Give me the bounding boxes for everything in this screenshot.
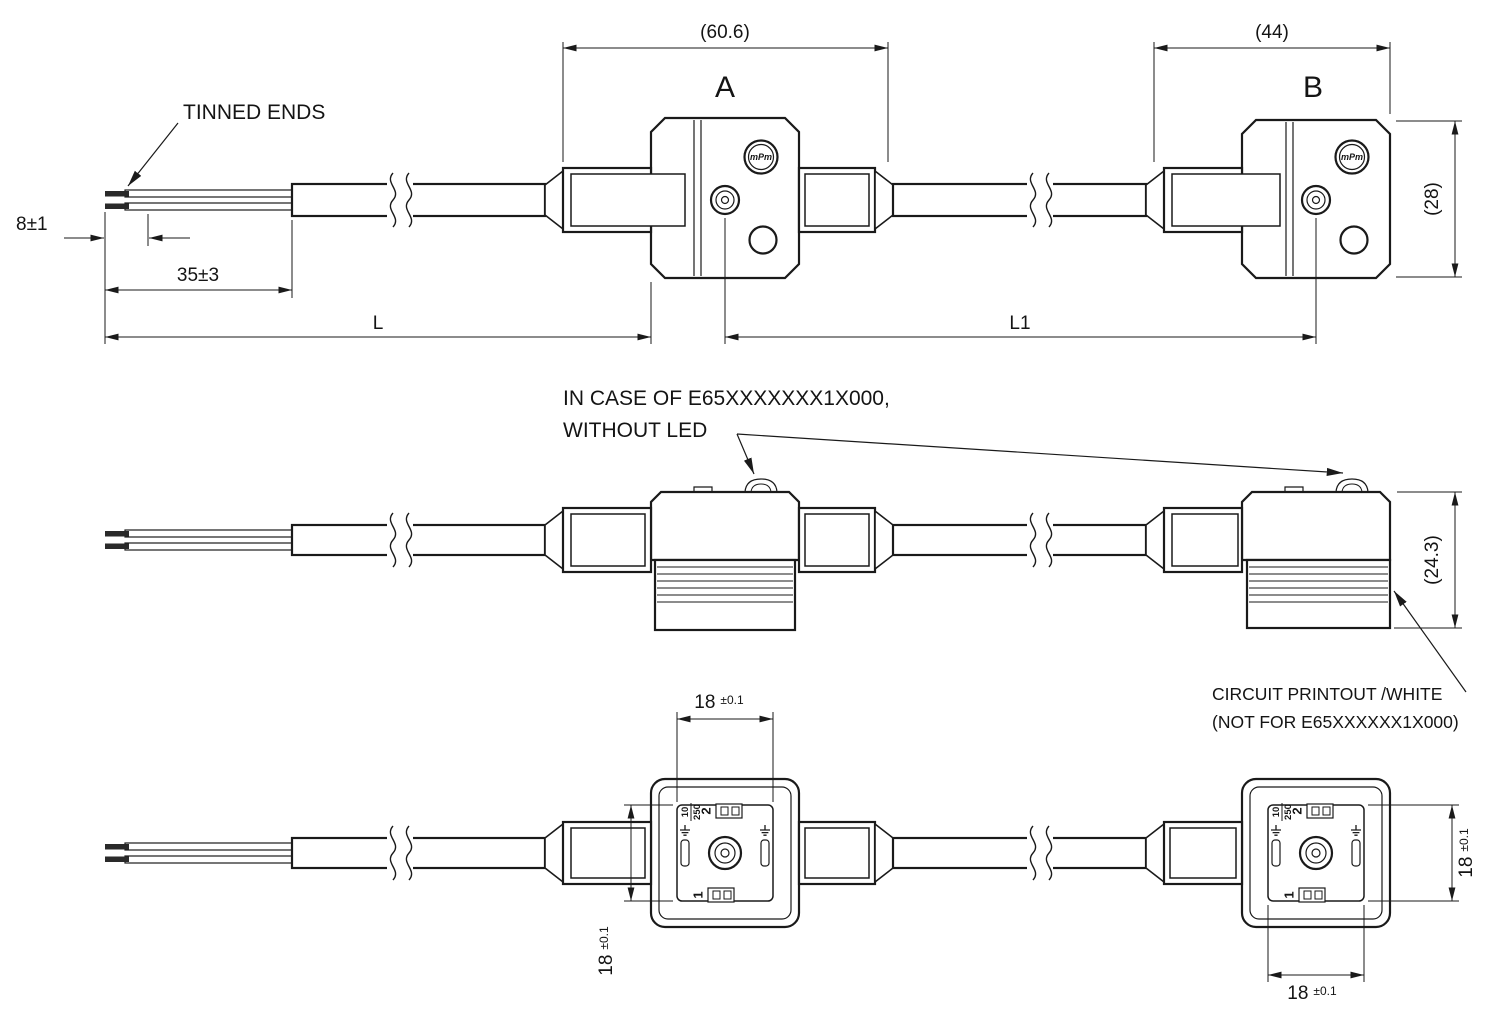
dim-l1-label: L1 xyxy=(1009,313,1030,334)
brand-mark: mPm xyxy=(750,152,772,162)
cable-jacket xyxy=(290,836,547,870)
dim-strip-length-label: 35±3 xyxy=(177,265,219,286)
dim-a-face-width: 18±0.1 xyxy=(676,692,774,802)
pin-2-label: 2 xyxy=(699,807,714,814)
dim-a-overall-width: (60.6) xyxy=(562,22,889,162)
connector-b-side xyxy=(1162,478,1392,630)
cable-jacket xyxy=(290,182,547,218)
tinned-ends-label: TINNED ENDS xyxy=(183,101,325,124)
housing-notch xyxy=(693,486,713,493)
dim-b-face-width: 18±0.1 xyxy=(1267,905,1365,1004)
pin-2-contact xyxy=(715,803,743,819)
cable-jacket xyxy=(891,523,1148,557)
circuit-note-line1: CIRCUIT PRINTOUT /WHITE xyxy=(1212,684,1442,704)
tinned-ends-callout: TINNED ENDS xyxy=(127,101,325,187)
rating-mark: 10 250 xyxy=(680,803,703,821)
dim-side-height-label: (24.3) xyxy=(1422,535,1443,585)
dim-b-face-height-label: 18±0.1 xyxy=(1456,828,1477,878)
dim-a-face-width-label: 18±0.1 xyxy=(694,692,744,713)
bottom-dimensions: 18±0.1 18±0.1 18±0.1 18±0.1 xyxy=(596,692,1477,1004)
pin-1-label: 1 xyxy=(691,891,706,898)
dim-connector-height: (28) xyxy=(1396,120,1462,278)
cable-jacket xyxy=(891,836,1148,870)
connector-b-bottom xyxy=(1162,777,1392,929)
circuit-printout-ribs xyxy=(1249,566,1388,603)
circuit-note-line2: (NOT FOR E65XXXXXX1X000) xyxy=(1212,712,1459,732)
led-note-line1: IN CASE OF E65XXXXXXX1X000, xyxy=(563,387,890,410)
cable-break xyxy=(386,825,414,881)
led-dome xyxy=(744,478,778,493)
dim-a-overall-width-label: (60.6) xyxy=(700,22,750,43)
side-annotations: IN CASE OF E65XXXXXXX1X000, WITHOUT LED … xyxy=(563,387,1467,732)
connector-a-bottom: 2 1 10 250 xyxy=(561,777,877,929)
cable-break xyxy=(386,512,414,568)
cable-jacket xyxy=(290,523,547,557)
dim-cable-length-l: L xyxy=(105,282,652,344)
dim-b-overall-width: (44) xyxy=(1153,22,1391,162)
dim-b-face-width-label: 18±0.1 xyxy=(1287,983,1337,1004)
dim-a-face-height: 18±0.1 xyxy=(596,804,673,976)
dim-tinned-length-label: 8±1 xyxy=(16,214,48,235)
pin-1-contact xyxy=(707,887,735,903)
dim-b-overall-width-label: (44) xyxy=(1255,22,1289,43)
cable-break xyxy=(1026,825,1054,881)
led-dome xyxy=(1335,478,1369,493)
svg-text:250: 250 xyxy=(692,804,703,820)
led-note-line2: WITHOUT LED xyxy=(563,419,707,442)
dim-tinned-length: 8±1 xyxy=(16,212,190,344)
cable-break xyxy=(1026,172,1054,228)
earth-contact-right xyxy=(760,839,770,867)
label-connector-b: B xyxy=(1303,71,1323,104)
connector-a-side xyxy=(561,478,877,632)
svg-text:10: 10 xyxy=(680,807,691,818)
bottom-view: 2 1 10 250 xyxy=(104,777,1392,929)
cable-break xyxy=(386,172,414,228)
side-view xyxy=(104,478,1392,632)
brand-mark: mPm xyxy=(1341,152,1363,162)
front-dimensions: (60.6) A (44) B (28) TINNED ENDS 8±1 xyxy=(16,22,1462,344)
connector-skirt xyxy=(1245,558,1392,630)
front-view: mPm mPm xyxy=(104,116,1392,280)
connector-a-front: mPm xyxy=(561,116,877,280)
dim-b-face-height: 18±0.1 xyxy=(1368,804,1477,902)
led-note-callout: IN CASE OF E65XXXXXXX1X000, WITHOUT LED xyxy=(563,387,1344,477)
dim-cable-length-l1: L1 xyxy=(724,218,1317,344)
label-connector-a: A xyxy=(715,71,735,104)
cable-break xyxy=(1026,512,1054,568)
dim-a-face-height-label: 18±0.1 xyxy=(596,926,617,976)
connector-b-front: mPm xyxy=(1162,118,1392,280)
dim-strip-length: 35±3 xyxy=(105,220,293,298)
earth-contact-left xyxy=(680,839,690,867)
cable-jacket xyxy=(891,182,1148,218)
dim-connector-height-label: (28) xyxy=(1422,182,1443,216)
dim-side-height: (24.3) xyxy=(1394,491,1462,629)
circuit-printout-callout: CIRCUIT PRINTOUT /WHITE (NOT FOR E65XXXX… xyxy=(1212,590,1467,732)
circuit-printout-ribs xyxy=(657,566,793,603)
dim-l-label: L xyxy=(373,313,384,334)
housing-notch xyxy=(1284,486,1304,493)
din-contact-face: 2 1 10 250 xyxy=(679,803,771,903)
